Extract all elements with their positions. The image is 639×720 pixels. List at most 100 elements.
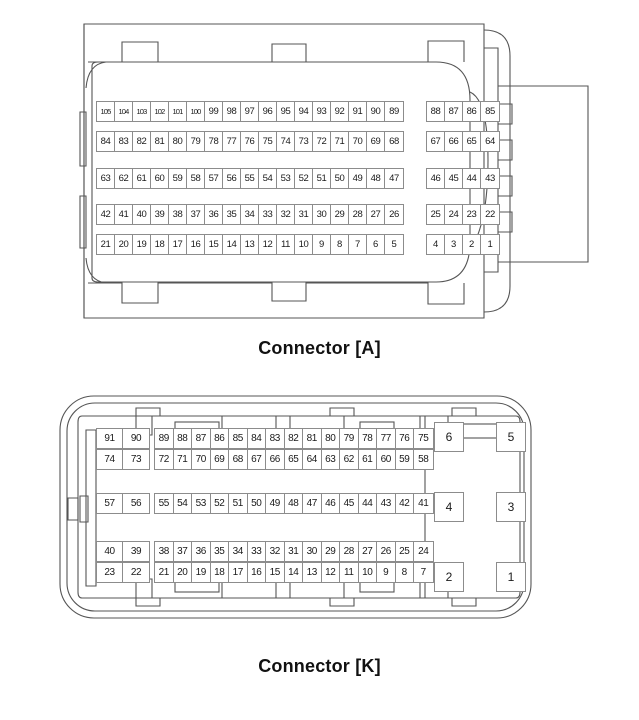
pin-cell[interactable]: 83 [115, 132, 133, 151]
pin-cell[interactable]: 6 [367, 235, 385, 254]
pin-cell[interactable]: 31 [295, 205, 313, 224]
pin-cell[interactable]: 82 [284, 429, 303, 448]
pin-cell[interactable]: 56 [123, 494, 149, 513]
pin-cell[interactable]: 39 [123, 542, 149, 561]
pin-cell[interactable]: 76 [395, 429, 414, 448]
pin-cell[interactable]: 103 [133, 102, 151, 121]
pin-cell[interactable]: 28 [340, 542, 359, 561]
pin-cell[interactable]: 52 [295, 169, 313, 188]
pin-cell[interactable]: 76 [241, 132, 259, 151]
pin-cell[interactable]: 61 [133, 169, 151, 188]
pin-cell[interactable]: 104 [115, 102, 133, 121]
pin-cell[interactable]: 69 [367, 132, 385, 151]
pin-cell[interactable]: 101 [169, 102, 187, 121]
pin-cell[interactable]: 60 [151, 169, 169, 188]
pin-cell[interactable]: 16 [187, 235, 205, 254]
pin-cell[interactable]: 63 [97, 169, 115, 188]
pin-cell[interactable]: 42 [97, 205, 115, 224]
pin-cell[interactable]: 10 [295, 235, 313, 254]
pin-cell[interactable]: 88 [427, 102, 445, 121]
pin-cell[interactable]: 77 [377, 429, 396, 448]
pin-cell[interactable]: 54 [259, 169, 277, 188]
pin-cell[interactable]: 57 [97, 494, 123, 513]
pin-cell[interactable]: 66 [266, 450, 285, 469]
pin-cell[interactable]: 70 [192, 450, 211, 469]
aux-pin-cell[interactable]: 1 [496, 562, 526, 592]
pin-cell[interactable]: 70 [349, 132, 367, 151]
pin-cell[interactable]: 71 [331, 132, 349, 151]
pin-cell[interactable]: 20 [173, 563, 192, 582]
pin-cell[interactable]: 42 [395, 494, 414, 513]
pin-cell[interactable]: 67 [427, 132, 445, 151]
pin-cell[interactable]: 79 [340, 429, 359, 448]
pin-cell[interactable]: 8 [395, 563, 414, 582]
pin-cell[interactable]: 26 [377, 542, 396, 561]
pin-cell[interactable]: 11 [340, 563, 359, 582]
pin-cell[interactable]: 27 [367, 205, 385, 224]
pin-cell[interactable]: 9 [377, 563, 396, 582]
pin-cell[interactable]: 53 [192, 494, 211, 513]
pin-cell[interactable]: 31 [284, 542, 303, 561]
pin-cell[interactable]: 90 [367, 102, 385, 121]
pin-cell[interactable]: 10 [358, 563, 377, 582]
pin-cell[interactable]: 68 [229, 450, 248, 469]
pin-cell[interactable]: 22 [481, 205, 499, 224]
pin-cell[interactable]: 78 [358, 429, 377, 448]
pin-cell[interactable]: 29 [331, 205, 349, 224]
pin-cell[interactable]: 15 [266, 563, 285, 582]
pin-cell[interactable]: 17 [229, 563, 248, 582]
pin-cell[interactable]: 25 [395, 542, 414, 561]
pin-cell[interactable]: 46 [321, 494, 340, 513]
pin-cell[interactable]: 58 [414, 450, 433, 469]
pin-cell[interactable]: 37 [173, 542, 192, 561]
pin-cell[interactable]: 53 [277, 169, 295, 188]
pin-cell[interactable]: 41 [414, 494, 433, 513]
pin-cell[interactable]: 20 [115, 235, 133, 254]
pin-cell[interactable]: 25 [427, 205, 445, 224]
pin-cell[interactable]: 5 [385, 235, 403, 254]
pin-cell[interactable]: 45 [445, 169, 463, 188]
pin-cell[interactable]: 51 [313, 169, 331, 188]
pin-cell[interactable]: 80 [321, 429, 340, 448]
pin-cell[interactable]: 89 [385, 102, 403, 121]
pin-cell[interactable]: 21 [155, 563, 174, 582]
pin-cell[interactable]: 86 [210, 429, 229, 448]
pin-cell[interactable]: 7 [349, 235, 367, 254]
pin-cell[interactable]: 32 [266, 542, 285, 561]
pin-cell[interactable]: 83 [266, 429, 285, 448]
pin-cell[interactable]: 4 [427, 235, 445, 254]
pin-cell[interactable]: 27 [358, 542, 377, 561]
pin-cell[interactable]: 9 [313, 235, 331, 254]
pin-cell[interactable]: 81 [303, 429, 322, 448]
pin-cell[interactable]: 72 [155, 450, 174, 469]
pin-cell[interactable]: 62 [340, 450, 359, 469]
pin-cell[interactable]: 29 [321, 542, 340, 561]
pin-cell[interactable]: 19 [133, 235, 151, 254]
pin-cell[interactable]: 96 [259, 102, 277, 121]
pin-cell[interactable]: 100 [187, 102, 205, 121]
pin-cell[interactable]: 87 [445, 102, 463, 121]
pin-cell[interactable]: 97 [241, 102, 259, 121]
pin-cell[interactable]: 90 [123, 429, 149, 448]
pin-cell[interactable]: 69 [210, 450, 229, 469]
pin-cell[interactable]: 17 [169, 235, 187, 254]
pin-cell[interactable]: 28 [349, 205, 367, 224]
pin-cell[interactable]: 88 [173, 429, 192, 448]
pin-cell[interactable]: 85 [229, 429, 248, 448]
pin-cell[interactable]: 32 [277, 205, 295, 224]
pin-cell[interactable]: 54 [173, 494, 192, 513]
pin-cell[interactable]: 36 [205, 205, 223, 224]
pin-cell[interactable]: 73 [295, 132, 313, 151]
pin-cell[interactable]: 79 [187, 132, 205, 151]
pin-cell[interactable]: 72 [313, 132, 331, 151]
pin-cell[interactable]: 60 [377, 450, 396, 469]
pin-cell[interactable]: 7 [414, 563, 433, 582]
pin-cell[interactable]: 75 [259, 132, 277, 151]
pin-cell[interactable]: 93 [313, 102, 331, 121]
pin-cell[interactable]: 89 [155, 429, 174, 448]
pin-cell[interactable]: 14 [223, 235, 241, 254]
pin-cell[interactable]: 62 [115, 169, 133, 188]
pin-cell[interactable]: 57 [205, 169, 223, 188]
pin-cell[interactable]: 65 [284, 450, 303, 469]
pin-cell[interactable]: 56 [223, 169, 241, 188]
